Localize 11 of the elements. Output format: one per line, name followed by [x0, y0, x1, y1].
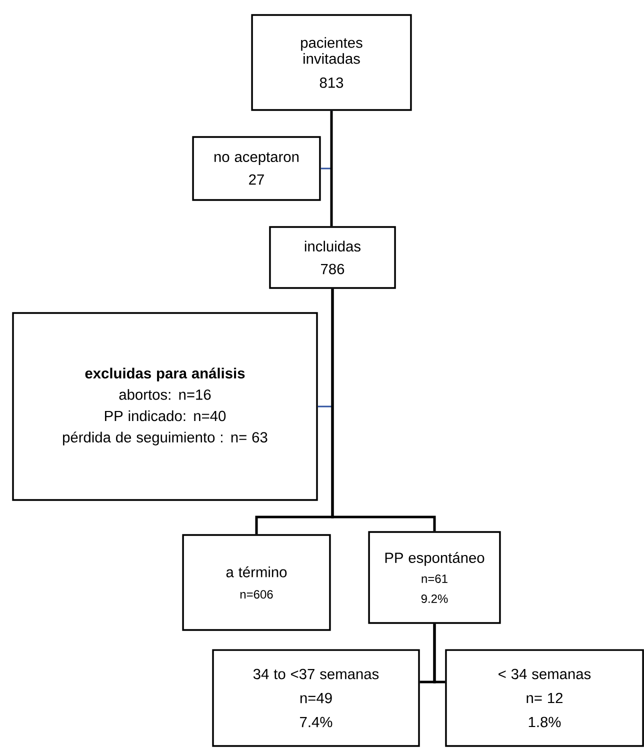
flow-box: incluidas 786 — [269, 226, 396, 289]
flow-box: a término n=606 — [182, 534, 331, 631]
flow-box: < 34 semanas n= 12 1.8% — [445, 649, 644, 747]
flow-box: no aceptaron 27 — [192, 136, 321, 201]
connector-line — [331, 288, 436, 532]
connector-line — [330, 110, 333, 226]
flow-box: PP espontáneo n=61 9.2% — [368, 531, 501, 624]
flow-box: 34 to <37 semanas n=49 7.4% — [212, 649, 420, 747]
flow-box: excluidas para análisis abortos: n=16 PP indicado: n=40 pérdida de seguimiento : n= 63 — [12, 312, 318, 501]
flow-box: pacientes invitadas 813 — [251, 14, 412, 111]
connector-line — [433, 624, 446, 684]
